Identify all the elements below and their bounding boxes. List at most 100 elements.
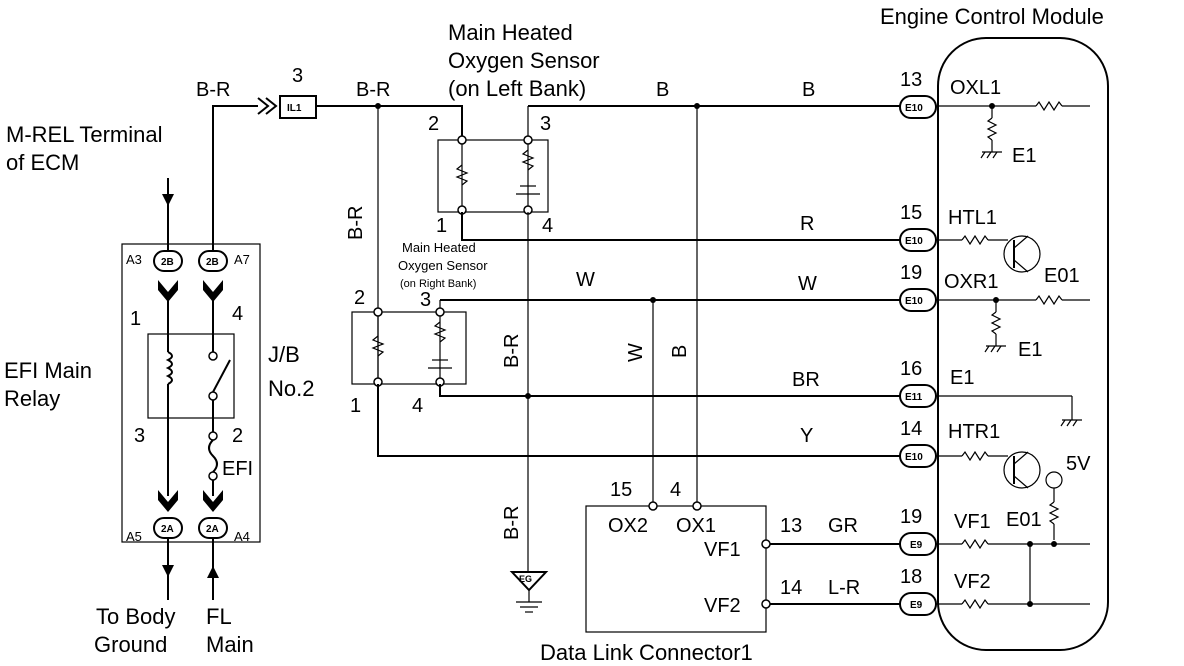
left-bank-sensor — [437, 106, 549, 215]
dlc-terminal-vf1: VF1 — [704, 539, 741, 561]
left-sensor-pin-4: 4 — [542, 215, 553, 237]
connector-e10-c: E10 — [899, 288, 937, 312]
wire-label-br-vert-b: B-R — [501, 334, 523, 368]
left-sensor-label-3: (on Left Bank) — [448, 76, 586, 101]
right-sensor-pin-2: 2 — [354, 287, 365, 309]
wire-label-br-b: B-R — [356, 79, 390, 101]
terminal-e01-a: E01 — [1044, 265, 1080, 287]
dlc-box — [585, 505, 767, 633]
ecm-box — [937, 37, 1109, 651]
left-sensor-pin-2: 2 — [428, 113, 439, 135]
connector-eg-label: EG — [519, 574, 532, 584]
dlc-label: Data Link Connector1 — [540, 640, 753, 665]
ecm-pin-18: 18 — [900, 566, 922, 588]
left-sensor-label-2: Oxygen Sensor — [448, 48, 600, 73]
wire-label-br-a: B-R — [196, 79, 230, 101]
ecm-pin-16: 16 — [900, 358, 922, 380]
dlc-pin-14: 14 — [780, 577, 802, 599]
terminal-e01-b: E01 — [1006, 509, 1042, 531]
wire-label-b-vertical: B — [669, 345, 691, 358]
dlc-terminal-ox2: OX2 — [608, 515, 648, 537]
connector-2a-b: 2A — [198, 517, 228, 539]
label-5v: 5V — [1066, 453, 1091, 475]
wire-label-lr: L-R — [828, 577, 860, 599]
svg-text:E10: E10 — [905, 452, 923, 463]
mrel-label-2: of ECM — [6, 150, 79, 175]
svg-text:E10: E10 — [905, 296, 923, 307]
chevron-2a-b-icon — [203, 490, 223, 512]
terminal-vf2: VF2 — [954, 571, 991, 593]
wire-label-b-top-b: B — [802, 79, 815, 101]
connector-eg — [509, 571, 549, 592]
to-body-label-1: To Body — [96, 604, 176, 629]
svg-text:E10: E10 — [905, 103, 923, 114]
terminal-e1-b: E1 — [1018, 339, 1042, 361]
terminal-e1-c: E1 — [950, 367, 974, 389]
connector-e9-a: E9 — [899, 532, 937, 556]
terminal-htr1: HTR1 — [948, 421, 1000, 443]
wire-br-bus — [316, 105, 463, 140]
svg-text:E11: E11 — [905, 392, 923, 403]
relay-pin-3: 3 — [134, 425, 145, 447]
right-sensor-label-3: (on Right Bank) — [400, 278, 476, 290]
ground-e1-b-icon — [984, 345, 1006, 353]
arrow-il1-icon — [257, 97, 278, 115]
right-sensor-label-2: Oxygen Sensor — [398, 258, 488, 273]
ground-e1-c-icon — [1060, 419, 1082, 427]
ecm-pin-19b: 19 — [900, 506, 922, 528]
il1-pin-3: 3 — [292, 65, 303, 87]
wire-label-br-wire: BR — [792, 369, 820, 391]
relay-pin-4: 4 — [232, 303, 243, 325]
fl-main-label-1: FL — [206, 604, 232, 629]
wire-label-w-a: W — [576, 269, 595, 291]
terminal-oxl1: OXL1 — [950, 77, 1001, 99]
pin-a4: A4 — [234, 529, 250, 544]
relay-switch — [208, 296, 231, 496]
connector-il1: IL1 — [279, 95, 317, 119]
wire-label-br-vert-c: B-R — [501, 506, 523, 540]
connector-2a-a: 2A — [153, 517, 183, 539]
wire-label-br-vertical: B-R — [345, 206, 367, 240]
mrel-label-1: M-REL Terminal — [6, 122, 162, 147]
svg-text:2A: 2A — [161, 524, 174, 535]
dlc-pin-4: 4 — [670, 479, 681, 501]
dlc-pin-13: 13 — [780, 515, 802, 537]
wire-y-htr1 — [377, 384, 900, 457]
terminal-oxr1: OXR1 — [944, 271, 998, 293]
right-sensor-label-1: Main Heated — [402, 240, 476, 255]
relay-pin-1: 1 — [130, 308, 141, 330]
connector-e10-d: E10 — [899, 444, 937, 468]
efi-relay-label-1: EFI Main — [4, 358, 92, 383]
wire-label-r: R — [800, 213, 814, 235]
terminal-vf1: VF1 — [954, 511, 991, 533]
fl-main-label-2: Main — [206, 632, 254, 657]
relay-pin-2: 2 — [232, 425, 243, 447]
ecm-pin-14: 14 — [900, 418, 922, 440]
dlc-pin-15: 15 — [610, 479, 632, 501]
wire-label-gr: GR — [828, 515, 858, 537]
svg-text:E9: E9 — [910, 600, 923, 611]
pin-a3: A3 — [126, 252, 142, 267]
left-sensor-pin-1: 1 — [436, 215, 447, 237]
terminal-e1-a: E1 — [1012, 145, 1036, 167]
wire-r-htl1 — [461, 212, 900, 241]
connector-e9-b: E9 — [899, 592, 937, 616]
right-bank-sensor — [351, 300, 467, 387]
ground-eg-icon — [516, 590, 542, 613]
dlc-terminal-vf2: VF2 — [704, 595, 741, 617]
svg-text:IL1: IL1 — [287, 103, 302, 114]
svg-text:2A: 2A — [206, 524, 219, 535]
chevron-2b-a-icon — [158, 280, 178, 302]
ecm-pin-19a: 19 — [900, 262, 922, 284]
connector-e11: E11 — [899, 384, 937, 408]
ground-e1-a-icon — [980, 151, 1002, 159]
ecm-pin-13: 13 — [900, 69, 922, 91]
left-sensor-label-1: Main Heated — [448, 20, 573, 45]
wire-label-w-b: W — [798, 273, 817, 295]
efi-fuse-label: EFI — [222, 458, 253, 480]
jb-label-2: No.2 — [268, 376, 314, 401]
relay-coil — [165, 296, 173, 496]
svg-text:E10: E10 — [905, 236, 923, 247]
right-sensor-pin-1: 1 — [350, 395, 361, 417]
svg-text:2B: 2B — [161, 257, 174, 268]
